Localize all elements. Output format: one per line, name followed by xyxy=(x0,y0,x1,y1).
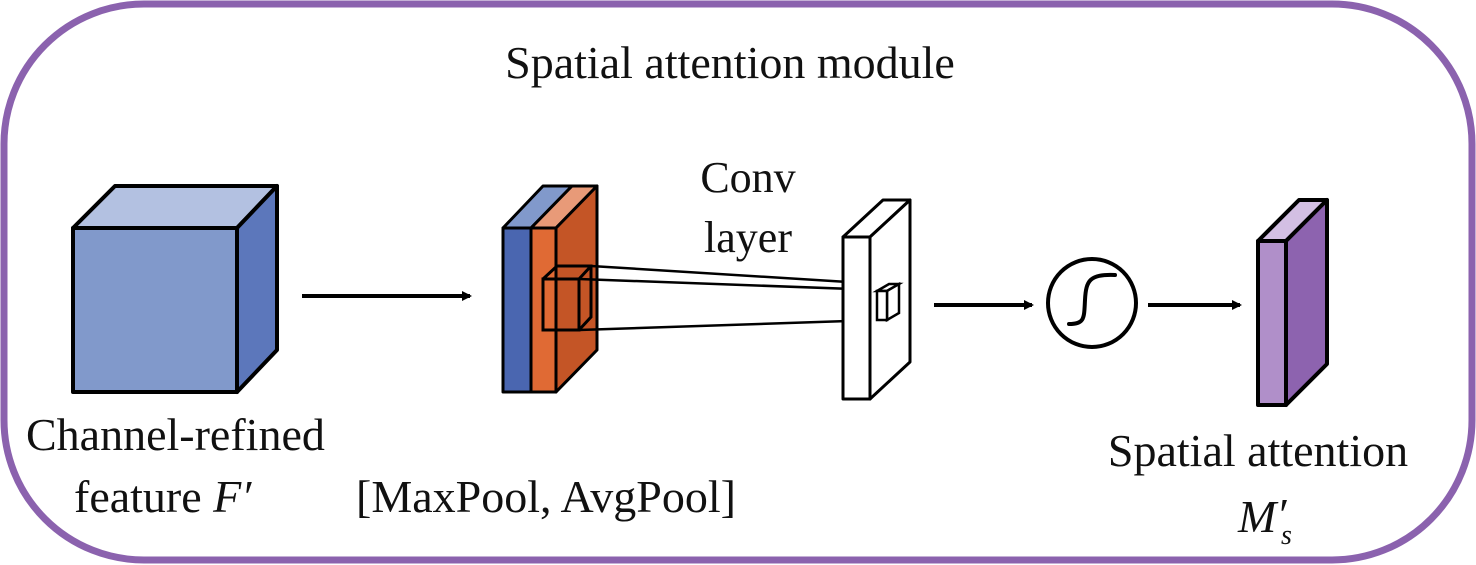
module-title: Spatial attention module xyxy=(505,37,955,88)
input-feature-cube xyxy=(71,184,279,394)
output-symbol: M′ xyxy=(1237,489,1287,542)
output-label-line1: Spatial attention xyxy=(1108,425,1408,476)
pool-label: [MaxPool, AvgPool] xyxy=(356,471,736,522)
conv-label-line1: Conv xyxy=(700,153,795,202)
output-subscript: s xyxy=(1281,520,1292,551)
input-symbol: F′ xyxy=(212,471,252,522)
projection-lines xyxy=(578,264,881,332)
input-label-line1: Channel-refined xyxy=(26,409,325,460)
sigmoid-icon xyxy=(1046,257,1138,349)
conv-output-kernel xyxy=(872,281,904,323)
pooled-feature-maps xyxy=(501,184,599,394)
input-label-line2: feature F′ xyxy=(74,471,252,522)
conv-label-line2: layer xyxy=(704,213,792,262)
spatial-attention-map xyxy=(1256,198,1329,407)
